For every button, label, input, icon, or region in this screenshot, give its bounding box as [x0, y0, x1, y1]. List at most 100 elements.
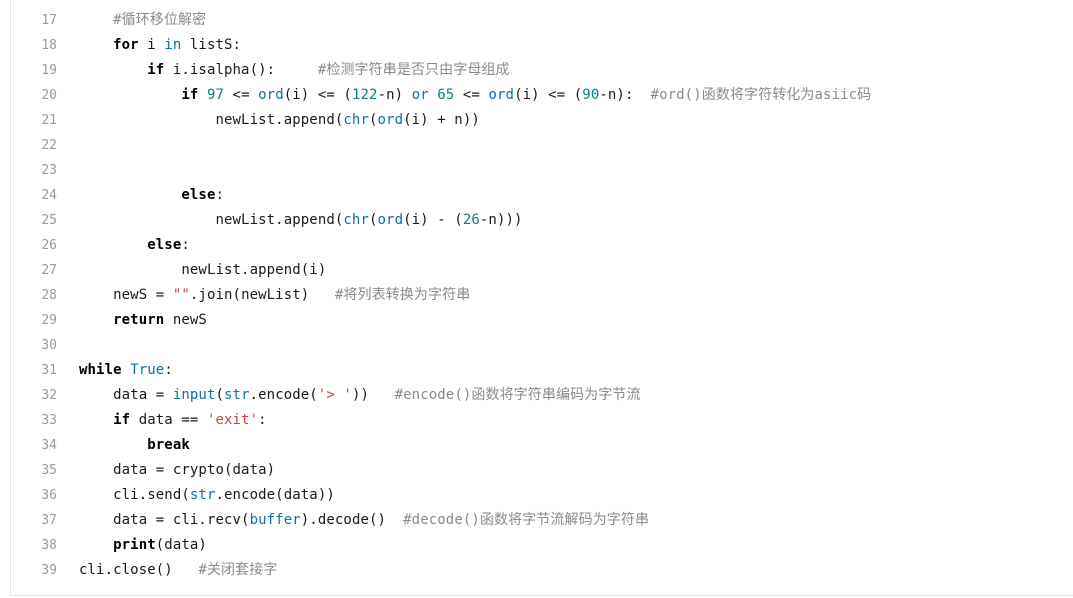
line-number: 30 [41, 338, 57, 353]
indent [79, 12, 113, 28]
line-number: 35 [41, 463, 57, 478]
code-token: <= [454, 87, 489, 103]
code-token [198, 87, 207, 103]
indent [79, 212, 215, 228]
line-number: 38 [41, 538, 57, 553]
code-token: data == [130, 412, 207, 428]
code-token: cli.close() [79, 562, 199, 578]
code-text: newList.append(i) [79, 258, 326, 283]
code-text: newS = "".join(newList) #将列表转换为字符串 [79, 283, 470, 308]
code-token: in [164, 37, 182, 53]
code-line: 17 #循环移位解密 [11, 8, 1071, 33]
code-token: 97 [206, 87, 225, 103]
code-token: chr [343, 112, 369, 128]
code-line: 19 if i.isalpha(): #检测字符串是否只由字母组成 [11, 58, 1071, 83]
code-token [429, 87, 438, 103]
code-token: True [130, 362, 165, 378]
code-token: 'exit' [206, 412, 259, 428]
code-line: 18 for i in listS: [11, 33, 1071, 58]
code-token: : [181, 237, 190, 253]
line-number: 26 [41, 238, 57, 253]
code-token: : [258, 412, 267, 428]
code-token: data = [113, 387, 173, 403]
code-line: 37 data = cli.recv(buffer).decode() #dec… [11, 508, 1071, 533]
code-token: if [113, 412, 131, 428]
code-line: 21 newList.append(chr(ord(i) + n)) [11, 108, 1071, 133]
code-token: 90 [582, 87, 600, 103]
line-number: 22 [41, 138, 57, 153]
code-token: return [113, 312, 165, 328]
indent [79, 62, 147, 78]
code-token: input [172, 387, 216, 403]
line-number-gutter [11, 0, 67, 595]
code-line: 30 [11, 333, 1071, 358]
code-text: if 97 <= ord(i) <= (122-n) or 65 <= ord(… [79, 83, 871, 108]
code-token: : [215, 187, 225, 203]
code-token: newS [164, 312, 207, 328]
code-token: (i) <= ( [514, 87, 583, 103]
code-text: #循环移位解密 [79, 8, 206, 33]
code-token: ord [377, 112, 404, 128]
code-text: print(data) [79, 533, 207, 558]
line-number: 31 [41, 363, 57, 378]
code-text: data = crypto(data) [79, 458, 275, 483]
code-text: else: [79, 233, 190, 258]
code-line: 29 return newS [11, 308, 1071, 333]
code-line: 28 newS = "".join(newList) #将列表转换为字符串 [11, 283, 1071, 308]
code-token: '> ' [317, 387, 352, 403]
code-text: break [79, 433, 190, 458]
code-token: chr [343, 212, 369, 228]
code-token: -n) [377, 87, 412, 103]
code-token: ( [369, 112, 378, 128]
code-line: 20 if 97 <= ord(i) <= (122-n) or 65 <= o… [11, 83, 1071, 108]
line-number: 18 [41, 38, 57, 53]
code-token: -n))) [479, 212, 523, 228]
code-token: .encode(data)) [215, 487, 335, 503]
code-token: newList.append( [215, 212, 344, 228]
code-token: ord [488, 87, 515, 103]
code-line: 34 break [11, 433, 1071, 458]
code-comment: #将列表转换为字符串 [334, 287, 471, 303]
code-token: newS = [113, 287, 173, 303]
code-token: (i) <= ( [283, 87, 352, 103]
indent [79, 237, 147, 253]
code-token: "" [172, 287, 190, 303]
code-line: 24 else: [11, 183, 1071, 208]
line-number: 25 [41, 213, 57, 228]
indent [79, 87, 181, 103]
indent [79, 512, 113, 528]
code-text: newList.append(chr(ord(i) + n)) [79, 108, 480, 133]
code-token: else [147, 237, 182, 253]
code-token: data = crypto(data) [113, 462, 276, 478]
line-number: 24 [41, 188, 57, 203]
code-token [122, 362, 131, 378]
line-number: 37 [41, 513, 57, 528]
code-comment: #关闭套接字 [198, 562, 278, 578]
code-token: ord [258, 87, 284, 103]
line-number: 29 [41, 313, 57, 328]
indent [79, 462, 113, 478]
line-number: 27 [41, 263, 57, 278]
code-token: ( [215, 387, 225, 403]
code-text: cli.close() #关闭套接字 [79, 558, 277, 583]
code-comment: #检测字符串是否只由字母组成 [317, 62, 510, 78]
indent [79, 537, 113, 553]
code-token: cli.send( [113, 487, 190, 503]
indent [79, 412, 113, 428]
code-token: if [147, 62, 165, 78]
code-token: -n): [599, 87, 651, 103]
code-token: newList.append(i) [181, 262, 327, 278]
code-token: while [79, 362, 122, 378]
code-token: break [147, 437, 190, 453]
code-token: str [224, 387, 250, 403]
code-comment: #循环移位解密 [113, 12, 207, 28]
code-line: 39 cli.close() #关闭套接字 [11, 558, 1071, 583]
code-comment: #ord()函数将字符转化为asiic码 [650, 87, 872, 103]
code-token: listS: [181, 37, 242, 53]
code-text: return newS [79, 308, 207, 333]
code-line: 35 data = crypto(data) [11, 458, 1071, 483]
line-number: 39 [41, 563, 57, 578]
code-text: while True: [79, 358, 173, 383]
code-token: ).decode() [300, 512, 404, 528]
